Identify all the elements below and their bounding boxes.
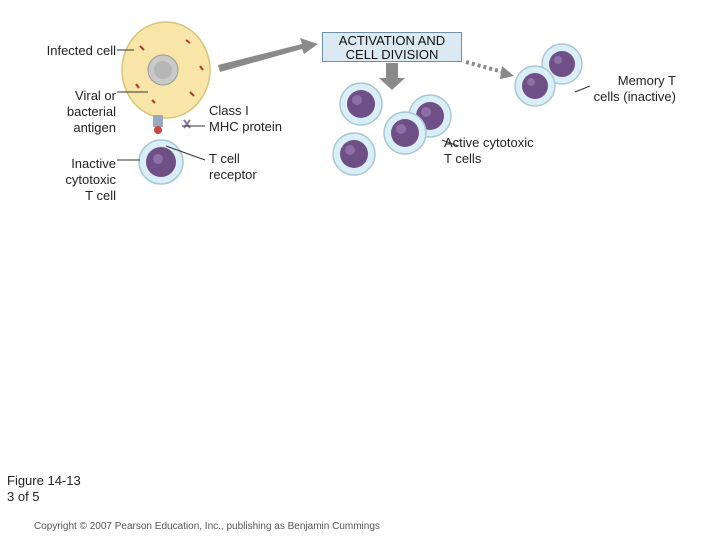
- label-memory-line: cells (inactive): [593, 89, 676, 104]
- label-receptor-line: receptor: [209, 167, 257, 182]
- activation-line: ACTIVATION AND: [338, 33, 446, 48]
- activation-box: ACTIVATION AND CELL DIVISION: [322, 32, 462, 62]
- label-antigen: Viral or bacterial antigen: [20, 88, 116, 136]
- label-infected-cell: Infected cell: [46, 43, 116, 58]
- label-active: Active cytotoxic T cells: [444, 135, 534, 167]
- figure-part: 3 of 5: [7, 489, 40, 504]
- label-active-line: T cells: [444, 151, 482, 166]
- label-memory-line: Memory T: [617, 73, 676, 88]
- mhc-antigen-complex: [153, 115, 191, 134]
- memory-tcell: [541, 43, 583, 85]
- label-receptor-line: T cell: [209, 151, 240, 166]
- label-memory: Memory T cells (inactive): [560, 73, 676, 105]
- memory-tcell: [514, 65, 556, 107]
- active-tcell: [383, 111, 427, 155]
- infected-cell: [121, 21, 211, 119]
- label-antigen-line: antigen: [73, 120, 116, 135]
- label-inactive-line: Inactive: [71, 156, 116, 171]
- arrow-dotted-memory: [465, 60, 514, 79]
- label-receptor: T cell receptor: [209, 151, 257, 183]
- leader-lines: [117, 49, 591, 161]
- activation-line: CELL DIVISION: [345, 47, 439, 62]
- inactive-tcell: [138, 139, 184, 185]
- active-tcell: [339, 82, 383, 126]
- label-inactive-line: cytotoxic: [65, 172, 116, 187]
- label-inactive-line: T cell: [85, 188, 116, 203]
- label-mhc: Class I MHC protein: [209, 103, 282, 135]
- label-active-line: Active cytotoxic: [444, 135, 534, 150]
- arrow-to-activation: [218, 38, 318, 72]
- active-tcell: [332, 132, 376, 176]
- copyright: Copyright © 2007 Pearson Education, Inc.…: [34, 521, 380, 532]
- label-antigen-line: Viral or: [75, 88, 116, 103]
- label-mhc-line: Class I: [209, 103, 249, 118]
- figure-caption: Figure 14-13 3 of 5: [7, 473, 81, 505]
- label-mhc-line: MHC protein: [209, 119, 282, 134]
- label-antigen-line: bacterial: [66, 104, 116, 119]
- label-inactive-tcell: Inactive cytotoxic T cell: [20, 156, 116, 204]
- figure-number: Figure 14-13: [7, 473, 81, 488]
- arrow-down: [379, 63, 405, 90]
